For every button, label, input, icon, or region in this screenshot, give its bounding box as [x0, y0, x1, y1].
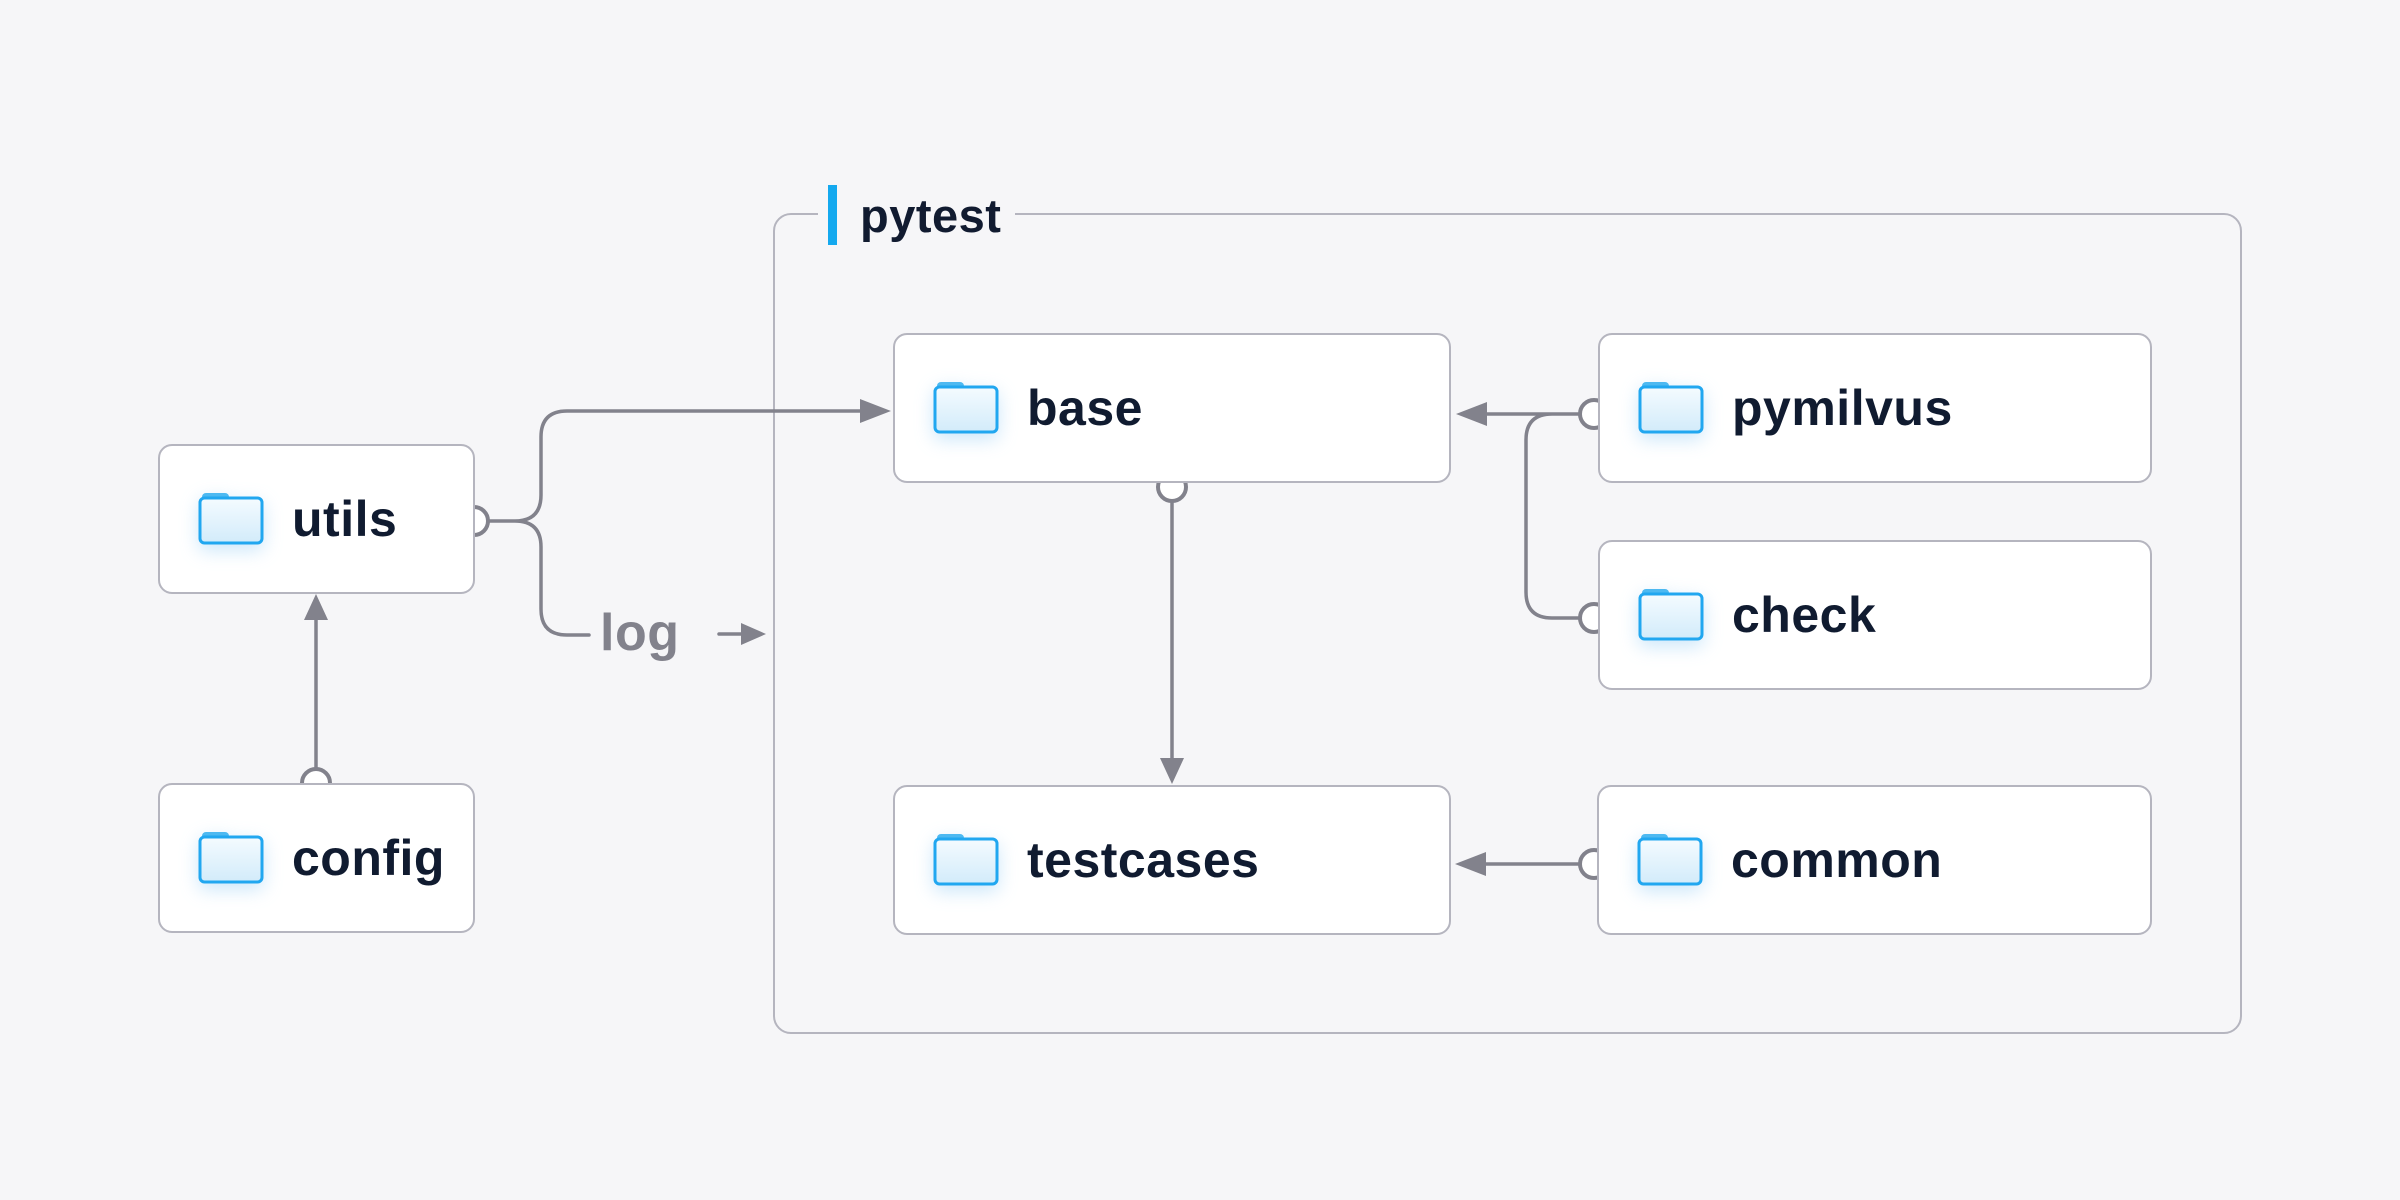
folder-icon	[1638, 589, 1704, 641]
node-config: config	[158, 783, 475, 933]
pytest-container-label: pytest	[818, 184, 1016, 246]
node-common: common	[1597, 785, 2152, 935]
folder-icon	[933, 834, 999, 886]
node-label: check	[1732, 587, 1877, 643]
node-label: config	[292, 830, 445, 886]
node-testcases: testcases	[893, 785, 1451, 935]
node-label: testcases	[1027, 832, 1260, 888]
edge-label-log: log	[600, 604, 680, 662]
node-label: utils	[292, 491, 398, 547]
arrowhead-log	[741, 623, 766, 645]
node-label: pymilvus	[1732, 380, 1953, 436]
folder-icon	[1638, 382, 1704, 434]
node-check: check	[1598, 540, 2152, 690]
folder-icon	[198, 493, 264, 545]
folder-icon	[1637, 834, 1703, 886]
folder-icon	[933, 382, 999, 434]
container-title: pytest	[860, 188, 1002, 242]
node-utils: utils	[158, 444, 475, 594]
accent-bar-icon	[828, 185, 837, 245]
node-label: common	[1731, 832, 1943, 888]
folder-icon	[198, 832, 264, 884]
node-base: base	[893, 333, 1451, 483]
arrowhead-config-utils	[304, 594, 328, 620]
node-label: base	[1027, 380, 1143, 436]
node-pymilvus: pymilvus	[1598, 333, 2152, 483]
